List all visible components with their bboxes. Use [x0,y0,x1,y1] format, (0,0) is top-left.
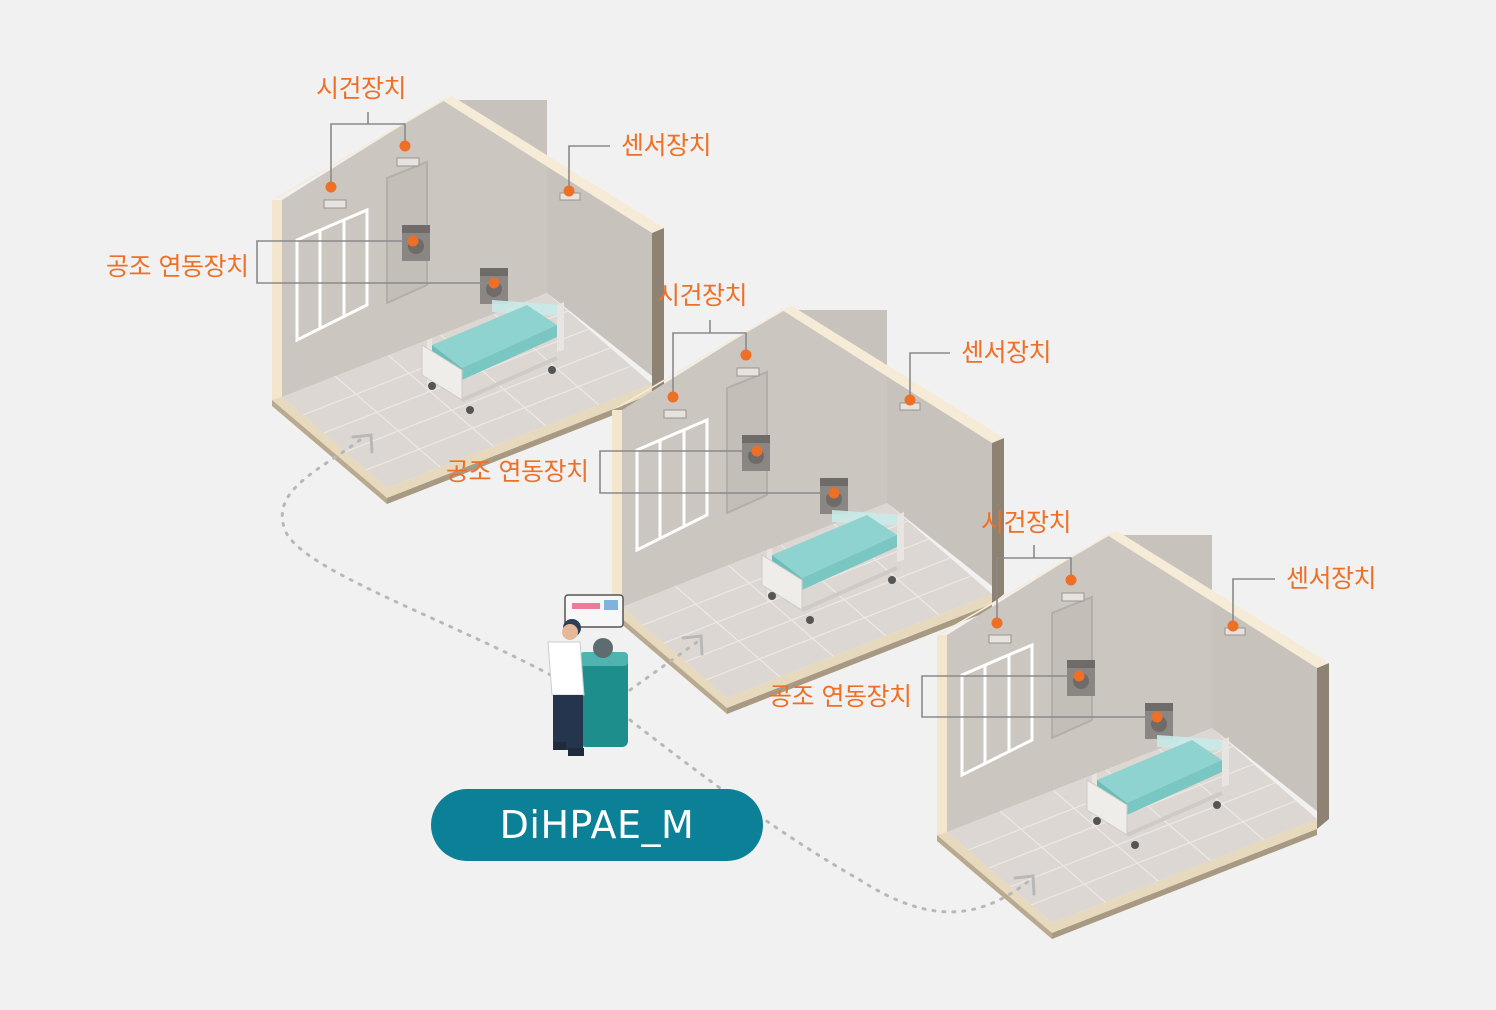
room-2-hvac-label: 공조 연동장치 [446,457,589,486]
room-1-time-device-label: 시건장치 [316,74,407,103]
leader-lines [256,112,1275,718]
room-2-time-device-label: 시건장치 [657,281,748,310]
room-2-sensor-label: 센서장치 [961,338,1052,367]
room-3-sensor-label: 센서장치 [1286,564,1377,593]
room-1-hvac-label: 공조 연동장치 [106,252,249,281]
device-markers [325,140,1239,723]
disinfection-robot-with-operator [547,594,628,756]
path-arrowheads [351,433,1036,896]
robot-name: DiHPAE_M [499,803,695,847]
room-3-time-device-label: 시건장치 [981,508,1072,537]
dotted-arrow-path [280,438,1032,914]
robot-name-badge: DiHPAE_M [431,789,763,861]
room-3-hvac-label: 공조 연동장치 [769,682,912,711]
room-1-sensor-label: 센서장치 [621,131,712,160]
